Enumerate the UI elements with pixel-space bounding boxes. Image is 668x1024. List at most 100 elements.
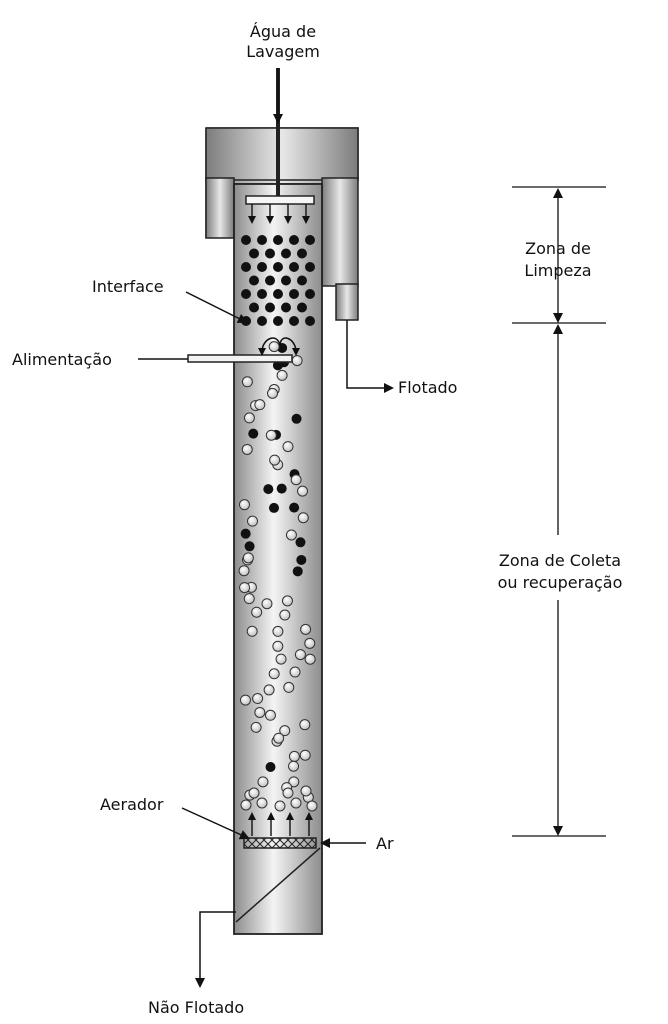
hydrophobic-particle [273, 235, 283, 245]
aerator-leader [181, 807, 250, 840]
hydrophilic-particle [297, 512, 309, 524]
hydrophobic-particle [289, 262, 299, 272]
hydrophobic-particle [241, 262, 251, 272]
hydrophobic-particle [292, 566, 303, 577]
wash-water-label-line2: Lavagem [246, 42, 320, 61]
spray-arrow-head [248, 216, 256, 224]
hydrophilic-particle [256, 797, 268, 809]
spray-arrow-head [266, 216, 274, 224]
hydrophilic-particle [281, 595, 293, 607]
hydrophobic-particle [281, 248, 291, 259]
spray-arrows [248, 204, 310, 224]
hydrophilic-particle [268, 668, 280, 680]
hydrophobic-particle [265, 762, 276, 773]
particles [238, 235, 318, 812]
floated-outlet-line [346, 320, 394, 393]
hydrophobic-particle [257, 316, 267, 326]
air-label: Ar [376, 834, 394, 853]
hydrophilic-particle [251, 606, 263, 618]
hydrophilic-particle [300, 785, 312, 797]
hydrophilic-particle [306, 800, 318, 812]
hydrophobic-particle [273, 262, 283, 272]
hydrophilic-particle [263, 684, 275, 696]
hydrophobic-particle [289, 502, 300, 513]
hydrophilic-particle [250, 721, 262, 733]
hydrophilic-particle [276, 369, 288, 381]
hydrophilic-particle [288, 760, 300, 772]
hydrophobic-particle [297, 302, 307, 313]
hydrophobic-particle [289, 289, 299, 299]
hydrophilic-particle [241, 376, 253, 388]
hydrophilic-particle [242, 552, 254, 564]
cleaning-zone-arrow-bottom [553, 313, 563, 323]
wash-water-label: Água de [250, 22, 316, 41]
collection-zone-label: Zona de Coleta [499, 551, 621, 570]
hydrophilic-particle [272, 640, 284, 652]
collection-zone-arrow-top [553, 324, 563, 334]
hydrophobic-particle [305, 316, 315, 326]
hydrophobic-particle [291, 413, 302, 424]
hydrophobic-particle [305, 289, 315, 299]
collection-zone-arrow-bottom [553, 826, 563, 836]
hydrophilic-particle [282, 441, 294, 453]
hydrophobic-particle [297, 275, 307, 286]
hydrophilic-particle [282, 787, 294, 799]
hydrophobic-particle [297, 248, 307, 259]
hydrophilic-particle [300, 623, 312, 635]
hydrophilic-particle [279, 609, 291, 621]
hydrophilic-particle [247, 515, 259, 527]
spray-arrow-head [284, 216, 292, 224]
hydrophobic-particle [281, 302, 291, 313]
feed-label: Alimentação [12, 350, 112, 369]
hydrophilic-particle [279, 725, 291, 737]
interface-leader [185, 291, 248, 323]
hydrophilic-particle [268, 341, 280, 353]
hydrophilic-particle [272, 625, 284, 637]
hydrophilic-particle [283, 681, 295, 693]
hydrophobic-particle [289, 316, 299, 326]
hydrophobic-particle [248, 428, 259, 439]
hydrophobic-particle [305, 235, 315, 245]
sparger [243, 837, 317, 849]
hydrophobic-particle [296, 554, 307, 565]
spray-arrow-head [302, 216, 310, 224]
hydrophilic-particle [291, 355, 303, 367]
not-floated-outlet-line [195, 911, 236, 988]
tailings-diagonal [235, 847, 321, 923]
hydrophobic-particle [272, 360, 283, 371]
hydrophilic-particle [254, 706, 266, 718]
feed-curl-tip-left [258, 348, 266, 356]
cleaning-zone-arrow-top [553, 188, 563, 198]
launder-head-body [205, 127, 359, 181]
hydrophobic-particle [240, 528, 251, 539]
hydrophobic-particle [273, 289, 283, 299]
cleaning-zone-label-line2: Limpeza [524, 261, 591, 280]
hydrophilic-particle [275, 653, 287, 665]
hydrophilic-particle [238, 565, 250, 577]
floated-label: Flotado [398, 378, 457, 397]
collection-zone-label-line2: ou recuperação [498, 573, 623, 592]
bubble-arrow-head [305, 812, 313, 820]
launder-right-wall [321, 177, 359, 287]
feed-pipe [187, 354, 293, 363]
hydrophilic-particle [265, 429, 277, 441]
hydrophobic-particle [249, 275, 259, 286]
hydrophilic-particle [248, 787, 260, 799]
hydrophobic-particle [295, 537, 306, 548]
hydrophobic-particle [257, 262, 267, 272]
hydrophilic-particle [304, 653, 316, 665]
hydrophilic-particle [274, 800, 286, 812]
launder-overflow-spout [335, 283, 359, 321]
spray-bar [245, 195, 315, 205]
hydrophobic-particle [249, 248, 259, 259]
hydrophilic-particle [246, 625, 258, 637]
bubble-arrow-head [267, 812, 275, 820]
hydrophilic-particle [257, 776, 269, 788]
hydrophilic-particle [239, 694, 251, 706]
hydrophobic-particle [305, 262, 315, 272]
hydrophobic-particle [263, 484, 274, 495]
hydrophilic-particle [239, 582, 251, 594]
hydrophilic-particle [297, 485, 309, 497]
hydrophilic-particle [288, 750, 300, 762]
